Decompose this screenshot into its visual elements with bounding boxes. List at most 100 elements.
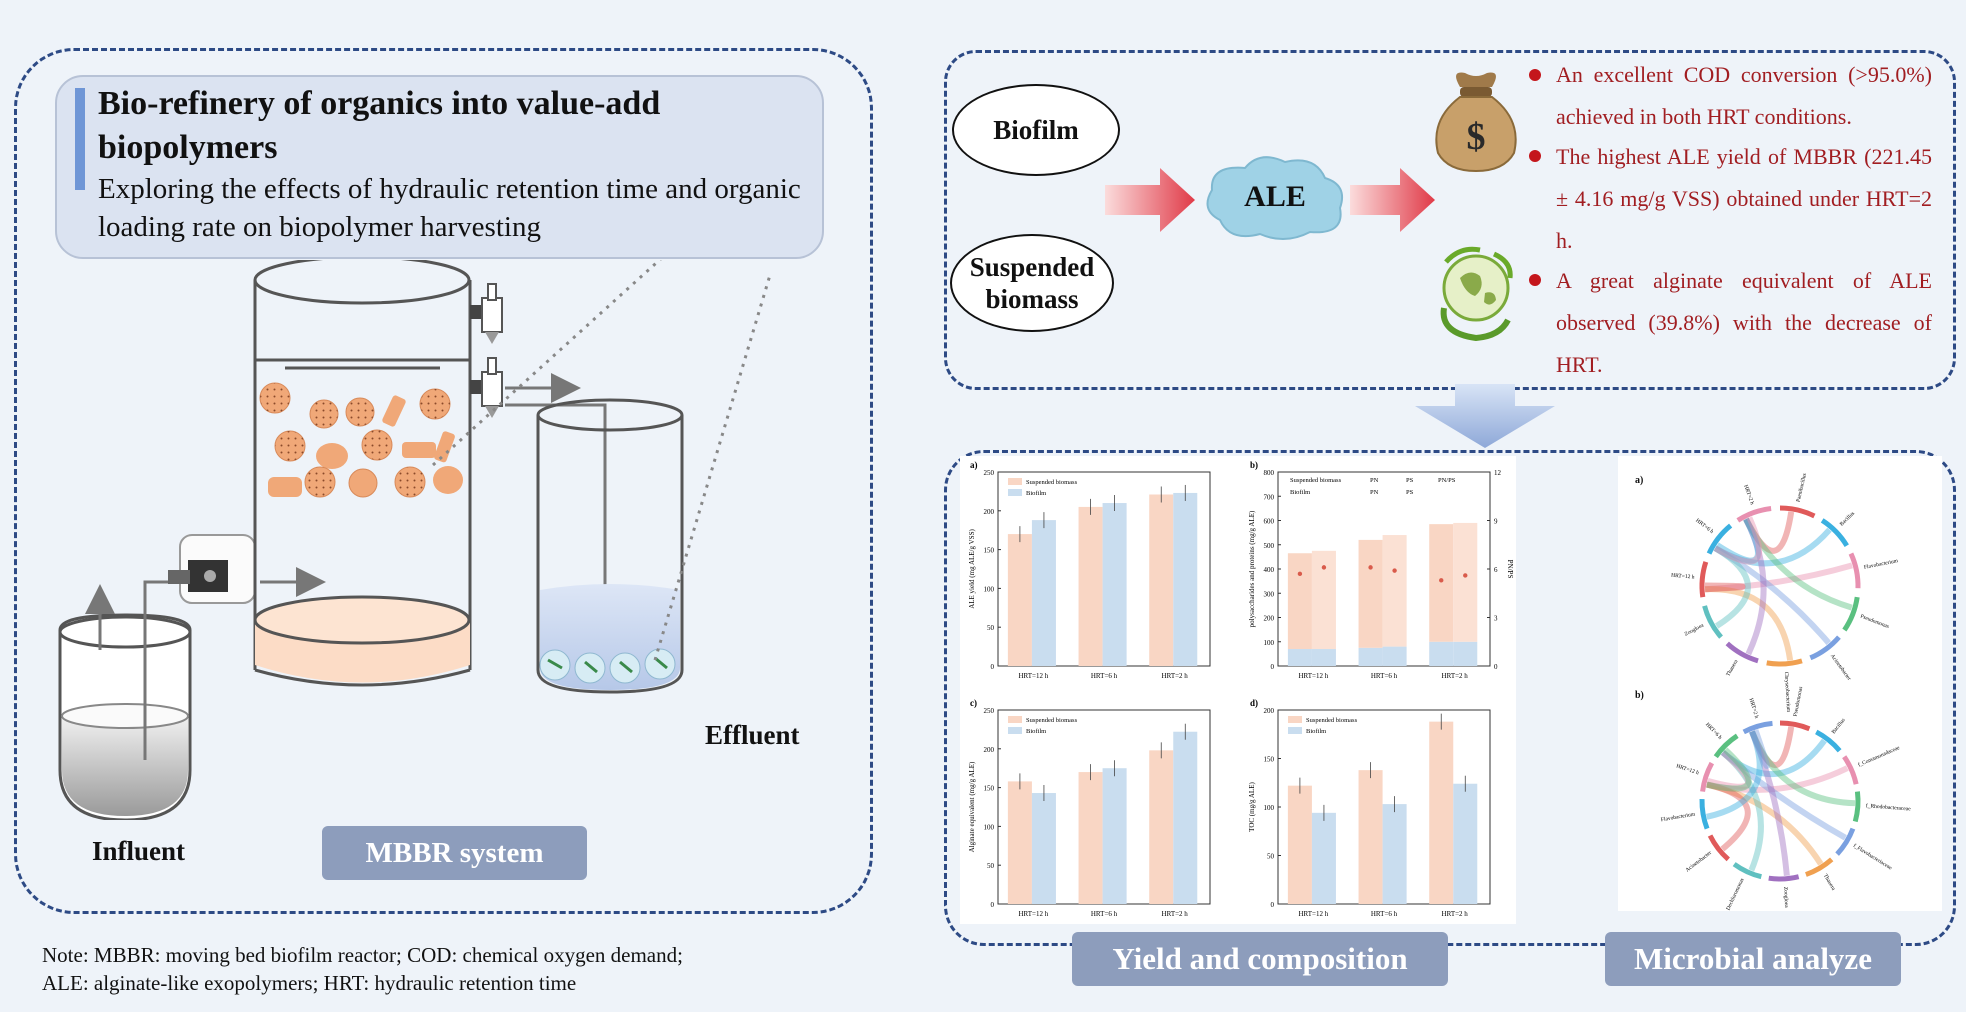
x-tick-label: HRT=6 h [1371,910,1398,918]
biofilm-ellipse: Biofilm [952,84,1120,176]
legend-entry: Biofilm [1026,490,1046,497]
chord-label: Chryseobacterium [1783,672,1791,713]
ale-label: ALE [1244,180,1306,213]
bar-ps [1311,649,1336,666]
finding-bullet [1529,150,1541,162]
microbial-card [1618,456,1942,911]
y-tick-label: 500 [1264,542,1275,550]
globe-recycle-icon [1440,246,1513,342]
note-line-2: ALE: alginate-like exopolymers; HRT: hyd… [42,971,577,995]
chord-ribbon [1706,750,1752,790]
chord-diagram-b: PseudomonasBacillusf_Comamonadaceaef_Rho… [1661,686,1912,911]
chord-label: HRT=6 h [1694,518,1714,536]
top-right-panel [944,50,1956,390]
y2-tick-label: 6 [1494,566,1498,574]
chord-label: f_Comamonadaceae [1857,744,1901,769]
chord-ribbon [1713,545,1751,629]
legend-entry: Suspended biomass [1026,479,1078,486]
x-tick-label: HRT=6 h [1091,910,1118,918]
chord-arc [1779,505,1816,519]
y-tick-label: 100 [1264,639,1275,647]
finding-bullet [1529,274,1541,286]
y2-tick-label: 12 [1494,469,1502,477]
y2-tick-label: 0 [1494,663,1498,671]
legend-swatch [1288,716,1302,723]
y-tick-label: 200 [984,508,995,516]
chord-ribbon [1749,730,1790,876]
y-tick-label: 700 [1264,493,1275,501]
reactor-diagram [58,260,772,820]
bar-pn [1382,535,1407,647]
y-tick-label: 0 [1271,901,1275,909]
bar-suspended [1007,781,1032,904]
y-tick-label: 100 [1264,804,1275,812]
chord-arc [1736,506,1772,523]
legend-entry: Suspended biomass [1290,477,1342,484]
legend-entry: Suspended biomass [1026,717,1078,724]
y-tick-label: 150 [1264,756,1275,764]
x-tick-label: HRT=12 h [1018,910,1048,918]
chord-ribbon [1706,781,1751,852]
panel-label: c) [970,698,977,708]
chord-arc [1768,874,1800,882]
chart-panel-2: b)0100200300400500600700800polysaccharid… [1248,460,1514,680]
chord-label: Bacillus [1831,717,1847,735]
y-tick-label: 100 [984,585,995,593]
chord-ribbon [1704,562,1853,593]
bar-suspended [1429,721,1454,904]
y-tick-label: 0 [1271,663,1275,671]
legend-swatch [1008,716,1022,723]
legend-entry: PN [1370,489,1379,496]
y-axis-label: polysaccharides and proteins (mg/g ALE) [1248,510,1256,627]
chord-label: Acinetobacter [1829,653,1852,682]
chord-arc [1779,720,1811,732]
bar-pn [1429,524,1454,642]
bar-suspended [1149,494,1174,666]
chord-label: Flavobacterium [1661,811,1697,823]
chord-label: Flavobacterium [1863,558,1899,571]
y-tick-label: 50 [987,862,995,870]
bar-biofilm [1173,492,1198,666]
panel-label: a) [970,460,978,470]
chord-panel-b-label: b) [1635,690,1644,701]
y-tick-label: 200 [1264,615,1275,623]
bar-ps [1429,641,1454,666]
bar-biofilm [1031,793,1056,904]
pnps-point [1321,565,1327,570]
chord-ribbon [1713,516,1763,565]
carrier-media [259,382,463,498]
legend-entry: Biofilm [1306,728,1326,735]
left-panel [14,48,873,914]
chord-ribbon [1715,517,1761,564]
y-tick-label: 0 [991,663,995,671]
chord-arc [1835,827,1856,856]
microbial-analyze-label: Microbial analyze [1605,932,1901,986]
chord-label: Acinetobacter [1685,850,1713,874]
chord-arc [1742,720,1773,735]
y-tick-label: 0 [991,901,995,909]
influent-label: Influent [92,836,186,866]
bar-biofilm [1102,768,1127,904]
legend-entry: PS [1406,489,1414,496]
x-tick-label: HRT=6 h [1371,672,1398,680]
chord-label: Bacillus [1839,511,1856,528]
legend-swatch [1008,727,1022,734]
chord-ribbon [1704,586,1794,661]
pnps-point [1297,571,1303,577]
chord-label: Paenibacillus [1796,473,1808,503]
chord-label: HRT=2 h [1742,484,1755,506]
chord-arc [1809,635,1841,661]
legend-swatch [1008,489,1022,496]
chord-label: Zoogloea [1684,622,1706,637]
x-tick-label: HRT=2 h [1162,910,1189,918]
mbbr-reactor [253,260,472,687]
chord-ribbon [1706,747,1752,792]
legend-entry: Suspended biomass [1306,717,1358,724]
chord-ribbon [1713,545,1831,645]
y-tick-label: 300 [1264,590,1275,598]
chord-label: HRT=6 h [1704,722,1723,741]
chord-ribbon [1713,527,1832,567]
bottom-right-panel [944,450,1956,946]
